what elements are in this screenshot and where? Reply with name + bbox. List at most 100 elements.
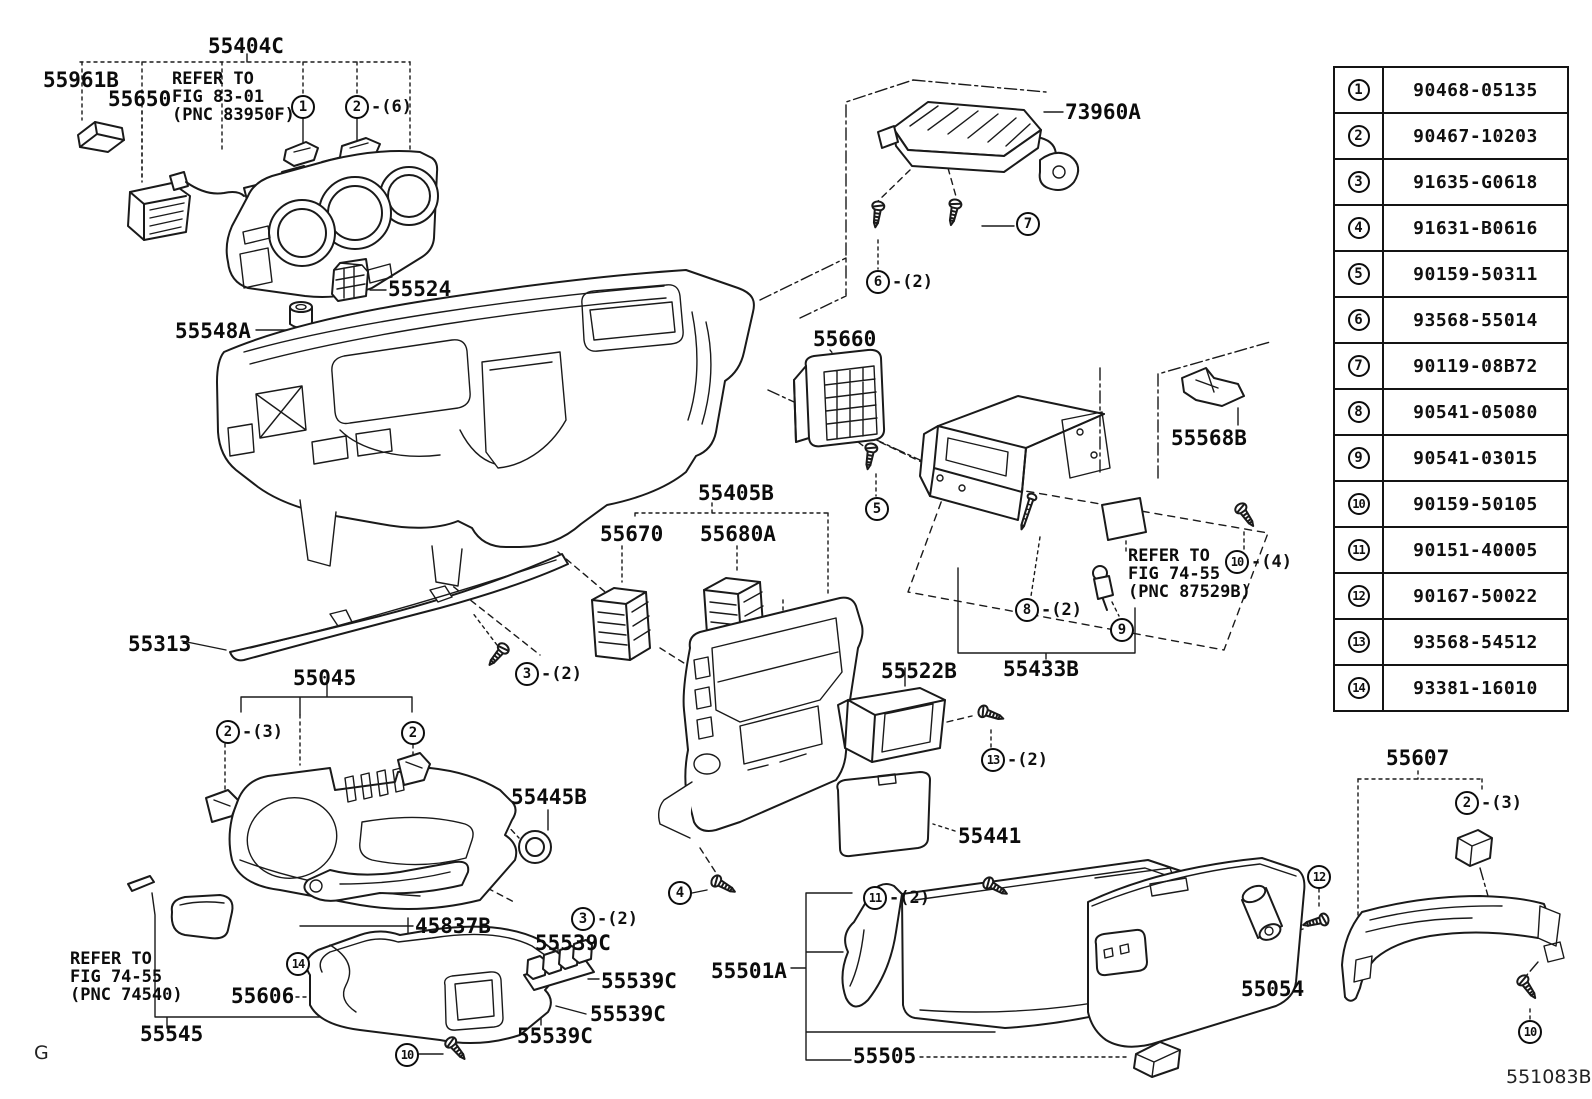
parts-table-ref-cell: 3 — [1335, 160, 1384, 204]
panel-clip-left-drawing — [205, 789, 239, 823]
note-line: REFER TO — [1128, 546, 1210, 566]
table-callout-number: 7 — [1347, 355, 1370, 377]
part-label-55607: 55607 — [1386, 746, 1450, 770]
callout-quantity: -(2) — [597, 909, 638, 929]
callout-number: 6 — [866, 270, 890, 294]
section-letter: G — [34, 1042, 49, 1064]
connector-55524-drawing — [331, 258, 369, 302]
callout-number: 5 — [865, 497, 889, 521]
callout-c15-ref-14: 14 — [286, 952, 310, 976]
callout-c11-ref-3: 3-(2) — [515, 662, 582, 686]
part-label-55539C-4: 55539C — [517, 1024, 593, 1048]
part-label-55548A: 55548A — [175, 319, 251, 343]
part-number-cell: 90541-03015 — [1413, 447, 1538, 469]
callout-c3-ref-6: 6-(2) — [866, 270, 933, 294]
part-number-cell: 93381-16010 — [1413, 677, 1538, 699]
part-label-55545: 55545 — [140, 1022, 204, 1046]
part-label-55045: 55045 — [293, 666, 357, 690]
parts-table-ref-cell: 8 — [1335, 390, 1384, 434]
part-label-55606: 55606 — [231, 984, 295, 1008]
callout-c4-ref-7: 7 — [1016, 212, 1040, 236]
clip-plate-drawing — [1101, 497, 1147, 541]
table-callout-number: 8 — [1347, 401, 1370, 423]
bracket-45837B-drawing — [303, 860, 470, 902]
lower-trim-55607-drawing — [1341, 895, 1565, 1002]
callout-quantity: -(2) — [1041, 600, 1082, 620]
callout-number: 7 — [1016, 212, 1040, 236]
callout-number: 2 — [1455, 791, 1479, 815]
callout-number: 8 — [1015, 598, 1039, 622]
parts-table-ref-cell: 2 — [1335, 114, 1384, 158]
part-label-55680A: 55680A — [700, 522, 776, 546]
table-callout-number: 14 — [1347, 677, 1370, 699]
callout-quantity: -(3) — [242, 722, 283, 742]
part-number-cell: 91635-G0618 — [1413, 171, 1538, 193]
note-line: REFER TO — [70, 949, 152, 969]
note-line: (PNC 83950F) — [172, 105, 295, 125]
part-label-55524: 55524 — [388, 277, 452, 301]
screw-5-drawing — [860, 441, 880, 472]
part-label-55313: 55313 — [128, 632, 192, 656]
instrument-cluster-bezel-55404C-drawing — [225, 150, 439, 298]
part-number-cell: 90159-50311 — [1413, 263, 1538, 285]
callout-number: 13 — [981, 748, 1005, 772]
panel-clip-right-drawing — [397, 752, 431, 786]
reinforcement-bar-55313-drawing — [229, 553, 569, 662]
table-callout-number: 9 — [1347, 447, 1370, 469]
screw-6-drawing — [868, 199, 886, 230]
callout-quantity: -(3) — [1481, 793, 1522, 813]
part-label-55961B: 55961B — [43, 68, 119, 92]
parts-table-ref-cell: 14 — [1335, 666, 1384, 710]
note-line: FIG 83-01 — [172, 87, 265, 107]
screw-10-upper-drawing — [1232, 500, 1260, 531]
connector-blocks-55539C-drawing — [523, 939, 595, 991]
callout-number: 10 — [395, 1043, 419, 1067]
note-line: REFER TO — [172, 69, 254, 89]
parts-table-row-3: 3 91635-G0618 — [1335, 158, 1567, 204]
part-label-55660: 55660 — [813, 327, 877, 351]
part-number-cell: 93568-55014 — [1413, 309, 1538, 331]
parts-table-ref-cell: 4 — [1335, 206, 1384, 250]
part-label-55054: 55054 — [1241, 977, 1305, 1001]
part-number-cell: 90541-05080 — [1413, 401, 1538, 423]
callout-c20-ref-10: 10 — [1518, 1020, 1542, 1044]
vent-55670-drawing — [591, 587, 651, 661]
table-callout-number: 3 — [1347, 171, 1370, 193]
oring-55445B-drawing — [518, 830, 552, 864]
part-label-45837B: 45837B — [415, 914, 491, 938]
part-label-55650: 55650 — [108, 87, 172, 111]
table-callout-number: 1 — [1347, 79, 1370, 101]
note-line: FIG 74-55 — [1128, 564, 1221, 584]
part-label-73960A: 73960A — [1065, 100, 1141, 124]
callout-c17-ref-11: 11-(2) — [863, 886, 930, 910]
callout-c19-ref-12: 12 — [1307, 865, 1331, 889]
callout-number: 1 — [291, 95, 315, 119]
parts-table-ref-cell: 5 — [1335, 252, 1384, 296]
callout-number: 3 — [515, 662, 539, 686]
parts-table-row-5: 5 90159-50311 — [1335, 250, 1567, 296]
parts-table-ref-cell: 11 — [1335, 528, 1384, 572]
bulb-socket-9-drawing — [1092, 565, 1114, 611]
screw-4-drawing — [708, 872, 739, 898]
callout-c10-ref-2: 2 — [401, 721, 425, 745]
part-number-cell: 90167-50022 — [1413, 585, 1538, 607]
screw-7-drawing — [944, 197, 964, 228]
cluster-finish-panel-55405B-drawing — [657, 596, 864, 839]
note-line: FIG 74-55 — [70, 967, 163, 987]
callout-quantity: -(4) — [1251, 552, 1292, 572]
callout-quantity: -(2) — [541, 664, 582, 684]
table-callout-number: 10 — [1347, 493, 1370, 515]
parts-table-row-10: 10 90159-50105 — [1335, 480, 1567, 526]
screw-3-upper-drawing — [483, 640, 512, 670]
parts-table-row-8: 8 90541-05080 — [1335, 388, 1567, 434]
screw-13-drawing — [975, 703, 1007, 726]
part-label-55433B: 55433B — [1003, 657, 1079, 681]
part-number-cell: 90159-50105 — [1413, 493, 1538, 515]
garnish-clip-55961B-drawing — [77, 121, 125, 153]
callout-c8-ref-9: 9 — [1110, 618, 1134, 642]
part-number-cell: 90467-10203 — [1413, 125, 1538, 147]
